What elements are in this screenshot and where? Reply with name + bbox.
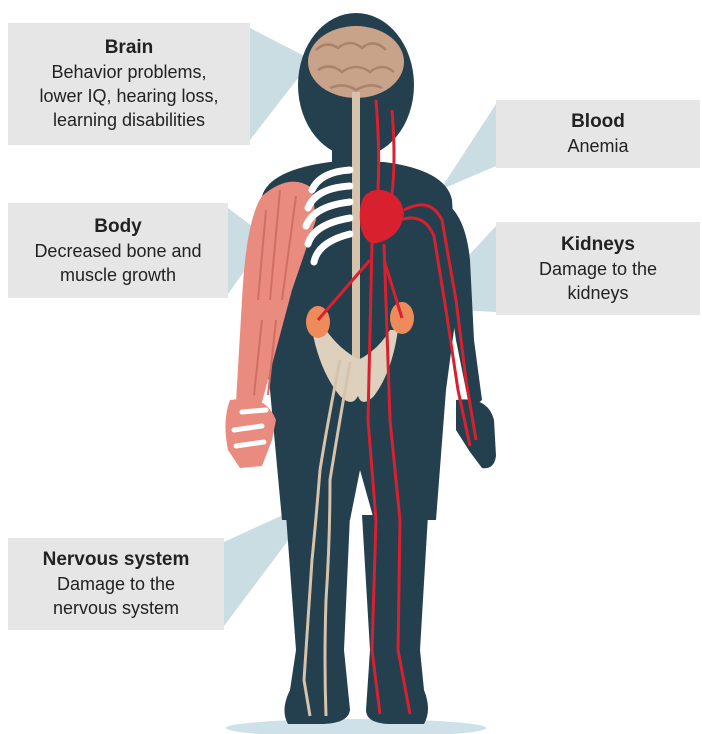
body-callout: Body Decreased bone and muscle growth [8,203,228,298]
spinal-cord [352,92,360,362]
callout-line: Anemia [496,134,700,158]
callout-line: lower IQ, hearing loss, [8,84,250,108]
blood-pointer [440,104,496,190]
callout-line: learning disabilities [8,108,250,132]
callout-title-body: Body [8,215,228,239]
callout-title-nervous-system: Nervous system [8,548,224,572]
nervous-system-callout: Nervous system Damage to the nervous sys… [8,538,224,630]
callout-line: Damage to the [8,572,224,596]
callout-line: Damage to the [496,257,700,281]
callout-title-blood: Blood [496,110,700,134]
callout-line: Behavior problems, [8,60,250,84]
hand [225,398,276,468]
blood-callout: Blood Anemia [496,100,700,168]
kidneys-callout: Kidneys Damage to the kidneys [496,222,700,315]
callout-line: kidneys [496,281,700,305]
callout-line: muscle growth [8,263,228,287]
callout-line: Decreased bone and [8,239,228,263]
callout-title-kidneys: Kidneys [496,233,700,257]
brain [308,26,404,98]
brain-callout: Brain Behavior problems, lower IQ, heari… [8,23,250,145]
callout-line: nervous system [8,596,224,620]
ground-shadow [226,719,486,734]
callout-title-brain: Brain [8,36,250,60]
